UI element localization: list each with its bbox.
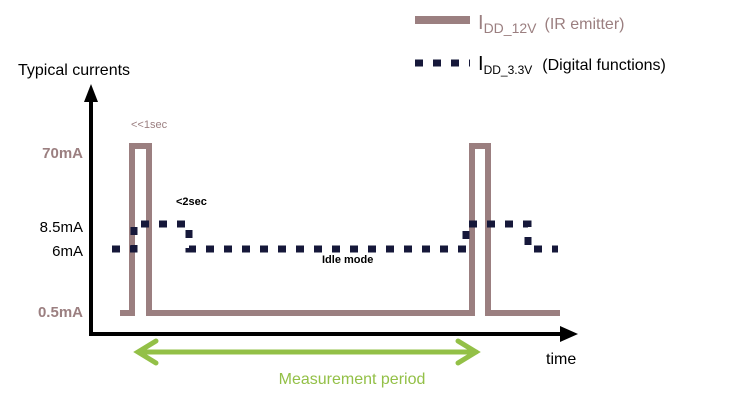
series-idd-3-3v: [112, 220, 558, 253]
x-axis-label: time: [546, 351, 576, 368]
measurement-period-arrow: [133, 338, 481, 366]
active-duration-note: <2sec: [176, 196, 207, 208]
pulse-duration-note: <<1sec: [131, 119, 168, 131]
level-8-5ma: 8.5mA: [40, 219, 83, 236]
series-idd-12v: [120, 143, 560, 316]
level-70ma: 70mA: [42, 145, 83, 162]
y-axis-label: Typical currents: [18, 62, 130, 79]
idle-mode-note: Idle mode: [322, 254, 373, 266]
legend-digital-label: IDD_3.3V(Digital functions): [478, 53, 666, 77]
measurement-period-label: Measurement period: [279, 371, 426, 388]
legend: IDD_12V(IR emitter) IDD_3.3V(Digital fun…: [415, 12, 666, 77]
y-axis-arrow-icon: [84, 84, 98, 102]
level-0-5ma: 0.5mA: [38, 304, 83, 321]
legend-emitter-label: IDD_12V(IR emitter): [478, 12, 624, 36]
level-6ma: 6mA: [52, 243, 83, 260]
x-axis-arrow-icon: [560, 326, 578, 342]
